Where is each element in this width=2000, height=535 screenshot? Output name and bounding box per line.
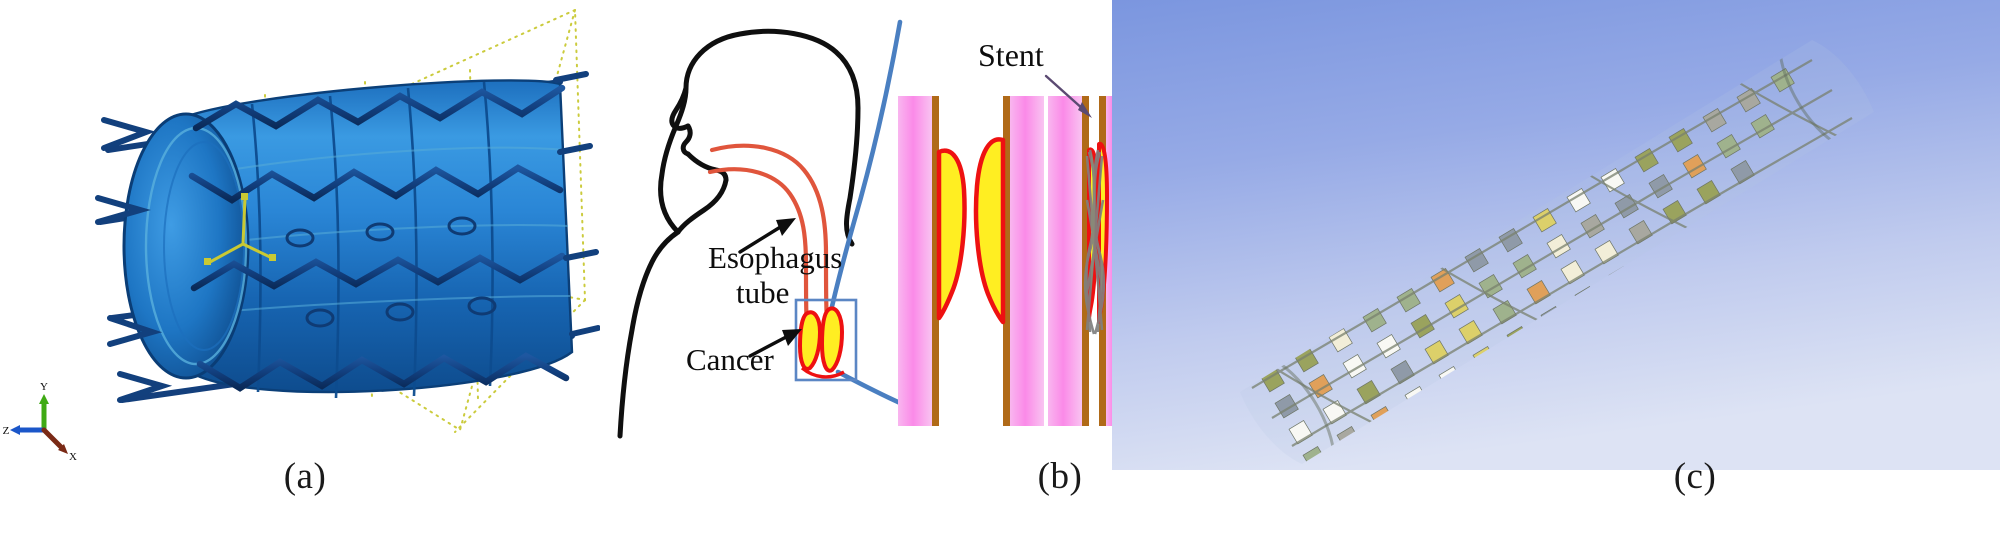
panel-b-anatomy-schematic: Esophagus tube Cancer [600,0,1120,470]
head-silhouette [617,28,861,439]
cancer-label: Cancer [686,342,774,377]
crosssection-stent-deployed [1048,96,1120,426]
panel-a-cad-stent: Y Z X [0,0,600,470]
stent-front-opening [122,112,250,380]
crosssection-stenosis [898,96,1044,426]
esophagus-label-line1: Esophagus [708,240,842,275]
stent-label-group: Stent [978,37,1092,118]
axis-label-y: Y [40,381,48,393]
axis-triad: Y Z X [3,381,77,463]
stent-label: Stent [978,37,1044,73]
cancer-arrow [748,329,802,358]
axis-label-z: Z [3,425,10,437]
stent-mesh-inline [1083,149,1106,335]
stent-end-struts [95,71,600,403]
axis-label-x: X [69,451,77,463]
panel-c-drawing [1112,0,2000,470]
panel-c-rendered-stent [1112,0,2000,470]
caption-a: (a) [283,456,327,497]
model-origin-triad [204,193,276,265]
cancer-label-group: Cancer [686,329,802,377]
stent-arrow [1044,74,1092,118]
stent-link-rings [285,216,497,328]
panel-b-drawing: Esophagus tube Cancer [617,19,1120,439]
tumor-lesions-small [797,306,845,379]
esophagus-arrow [738,218,796,254]
esophagus-label-line2: tube [736,275,789,310]
cancer-callout-box [794,298,858,382]
caption-b: (b) [1037,456,1083,497]
panel-c-background [1112,0,2000,470]
panel-a-drawing: Y Z X [3,8,600,463]
stent-strut-mesh [188,84,570,392]
esophagus-label-group: Esophagus tube [708,218,842,310]
caption-c: (c) [1673,456,1717,497]
